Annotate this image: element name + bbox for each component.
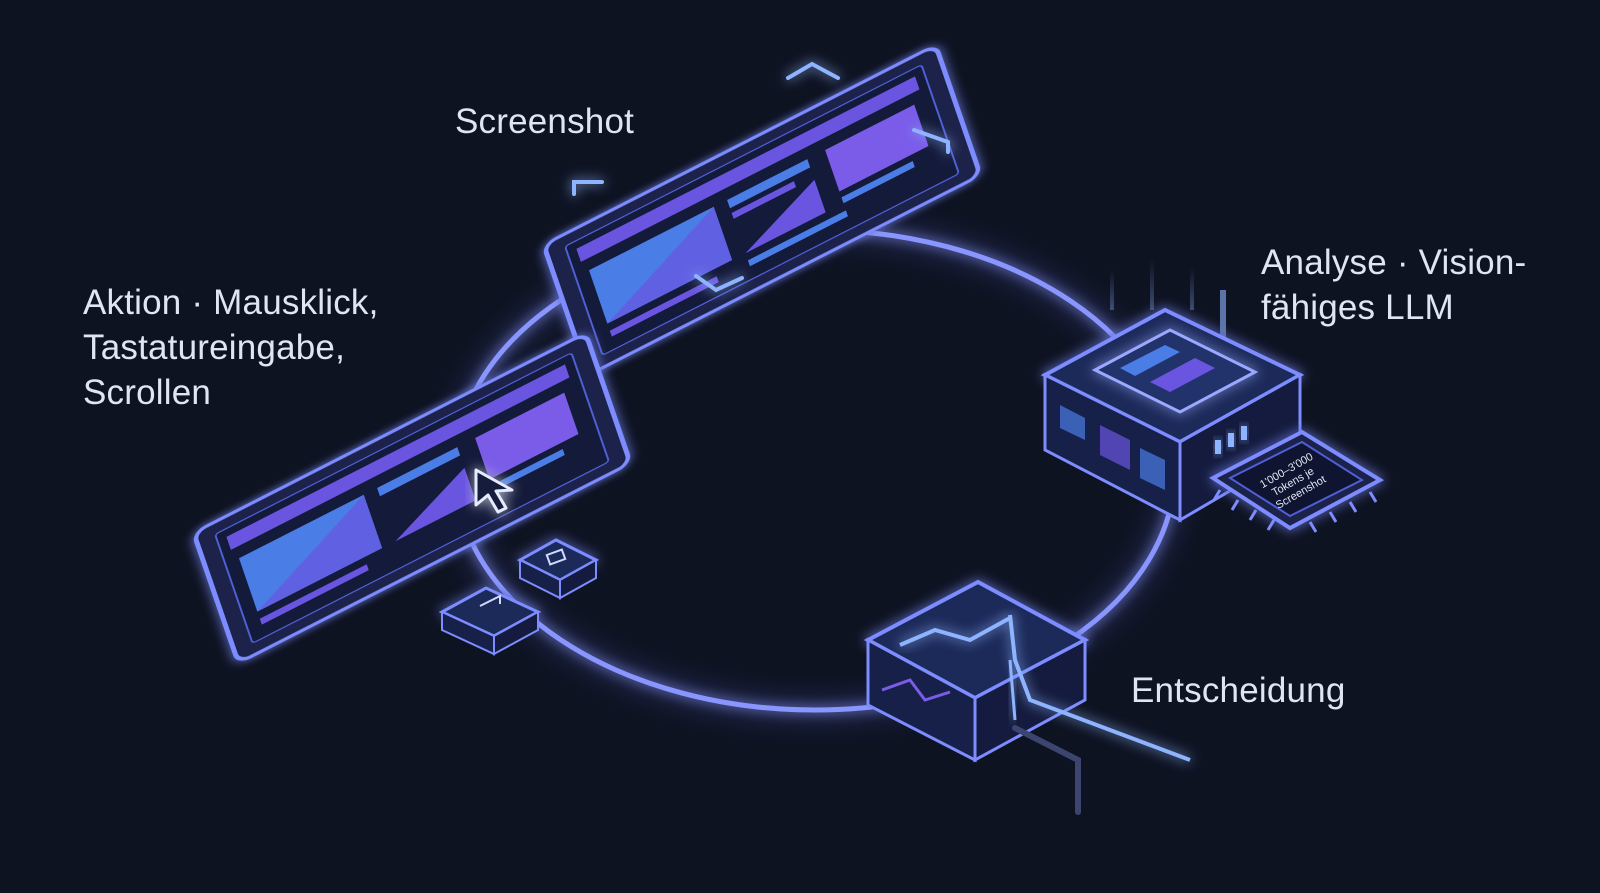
stage-label-decision: Entscheidung — [1131, 668, 1346, 713]
stage-label-action: Aktion · Mausklick, Tastatureingabe, Scr… — [83, 280, 379, 415]
action-device — [193, 335, 631, 661]
stage-label-line: Scrollen — [83, 373, 212, 412]
cursor-icon — [474, 468, 514, 514]
stage-label-analysis: Analyse · Vision- fähiges LLM — [1261, 240, 1526, 330]
capture-frame-icon — [572, 61, 950, 293]
token-chip: 1'000–3'000 Tokens je Screenshot — [1209, 429, 1385, 533]
stage-label-line: fähiges LLM — [1261, 288, 1454, 327]
keyboard-keys-icon — [438, 538, 600, 656]
stage-label-line: Aktion · Mausklick, — [83, 283, 379, 322]
llm-processor — [1040, 260, 1305, 523]
stage-label-line: Tastatureingabe, — [83, 328, 345, 367]
stage-label-line: Analyse · Vision- — [1261, 243, 1527, 282]
decision-junction — [863, 579, 1191, 815]
stage-label-screenshot: Screenshot — [455, 99, 634, 144]
screenshot-device — [543, 47, 981, 373]
stage-label-line: Entscheidung — [1131, 671, 1346, 710]
stage-label-line: Screenshot — [455, 102, 635, 141]
